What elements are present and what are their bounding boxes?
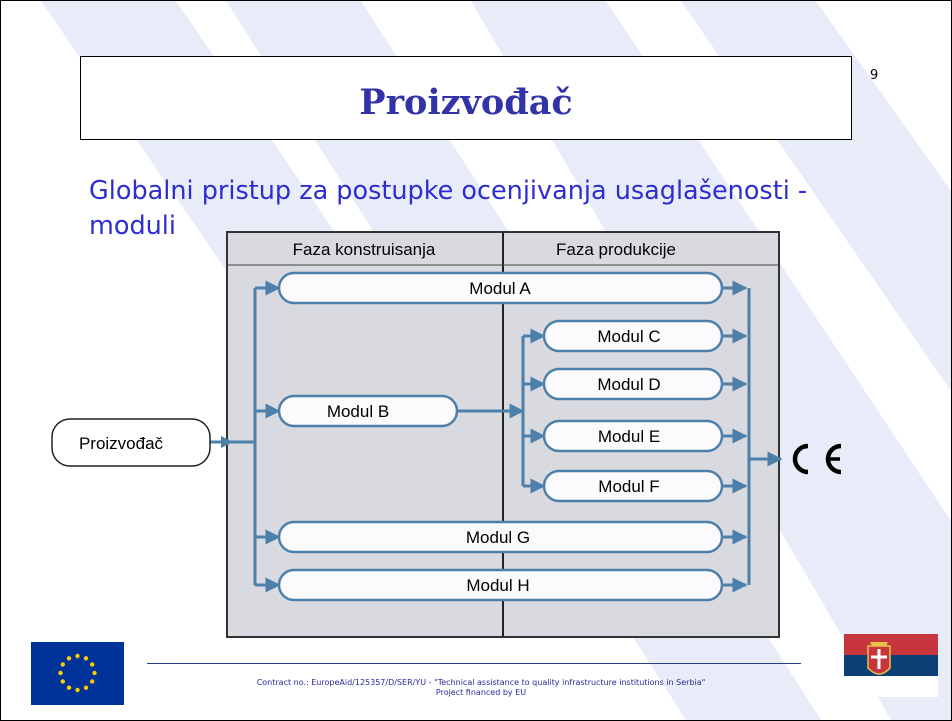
- eu-flag-icon: [31, 642, 124, 705]
- footer-contract: Contract no.: EuropeAid/125357/D/SER/YU …: [256, 678, 706, 687]
- module-e: Modul E: [542, 419, 724, 453]
- title-box: Proizvođač: [80, 56, 852, 140]
- source-label: Proizvođač: [79, 434, 164, 453]
- page-number: 9: [870, 68, 879, 83]
- module-f: Modul F: [542, 469, 724, 503]
- module-g: Modul G: [277, 520, 724, 554]
- slide-subtitle: Globalni pristup za postupke ocenjivanja…: [89, 176, 808, 241]
- module-a-label: Modul A: [469, 279, 531, 298]
- module-d-label: Modul D: [597, 375, 660, 394]
- footer-funding: Project financed by EU: [435, 688, 527, 697]
- footer-text: Contract no.: EuropeAid/125357/D/SER/YU …: [191, 678, 771, 698]
- module-b-label: Modul B: [327, 402, 389, 421]
- phase-design-label: Faza konstruisanja: [293, 240, 436, 259]
- module-d: Modul D: [542, 367, 724, 401]
- module-a: Modul A: [277, 271, 724, 305]
- serbia-flag-icon: [844, 634, 938, 697]
- module-h: Modul H: [277, 568, 724, 602]
- module-g-label: Modul G: [466, 528, 530, 547]
- module-h-label: Modul H: [466, 576, 529, 595]
- source-box: [51, 418, 211, 467]
- footer-divider: [147, 663, 801, 664]
- phase-production-label: Faza produkcije: [556, 240, 676, 259]
- ce-mark-icon: [792, 443, 842, 475]
- module-c: Modul C: [542, 319, 724, 353]
- module-f-label: Modul F: [598, 477, 659, 496]
- module-b: Modul B: [277, 394, 459, 428]
- module-c-label: Modul C: [597, 327, 660, 346]
- module-e-label: Modul E: [598, 427, 660, 446]
- slide-title: Proizvođač: [359, 81, 573, 123]
